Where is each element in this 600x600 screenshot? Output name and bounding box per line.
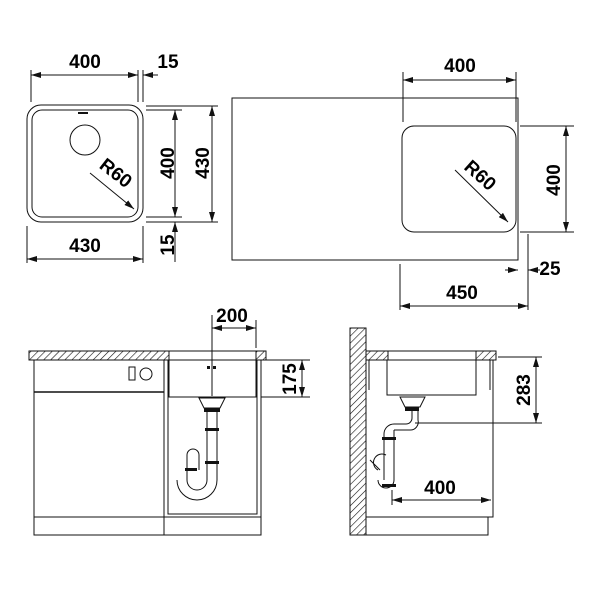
front-view: 200 175 xyxy=(28,306,310,536)
side-sink-bowl xyxy=(386,359,477,396)
cutout-radius-label: R60 xyxy=(460,156,500,195)
drain-hole-icon xyxy=(69,124,101,156)
dim-cutout-depth: 400 xyxy=(544,164,565,196)
sink-top-view: R60 400 15 400 430 15 430 xyxy=(26,52,218,263)
countertop-view: R60 400 400 25 450 xyxy=(231,56,574,310)
dim-overall-depth: 283 xyxy=(514,374,535,406)
dim-width-inner: 400 xyxy=(69,52,101,73)
dim-width-outer: 430 xyxy=(69,236,101,257)
dim-edge-offset: 25 xyxy=(539,259,561,280)
radius-leader xyxy=(89,172,135,210)
radius-label: R60 xyxy=(95,155,135,193)
cutout-outline xyxy=(401,125,517,233)
dim-bowl-depth: 175 xyxy=(280,363,301,395)
dishwasher-cabinet xyxy=(33,359,165,536)
dim-rim-offset-bottom: 15 xyxy=(158,234,179,256)
dim-cutout-width: 400 xyxy=(444,56,476,77)
dim-drain-offset: 200 xyxy=(216,306,248,327)
sink-inner-bowl xyxy=(31,109,139,218)
countertop-outline xyxy=(231,97,519,261)
dim-depth-outer: 430 xyxy=(193,147,214,179)
side-drain-trap-icon xyxy=(369,396,426,489)
dim-cabinet-depth: 400 xyxy=(424,478,456,499)
control-knob-icon xyxy=(139,367,153,381)
wall-section xyxy=(349,327,367,536)
dim-rim-offset: 15 xyxy=(157,52,179,73)
logo-mark xyxy=(78,112,88,114)
drain-trap-icon xyxy=(176,397,226,501)
dim-depth-inner: 400 xyxy=(158,147,179,179)
sink-outer-rim xyxy=(26,104,144,223)
dim-edge-distance: 450 xyxy=(446,283,478,304)
control-button-icon xyxy=(128,366,136,381)
side-view: 283 400 xyxy=(349,327,542,536)
